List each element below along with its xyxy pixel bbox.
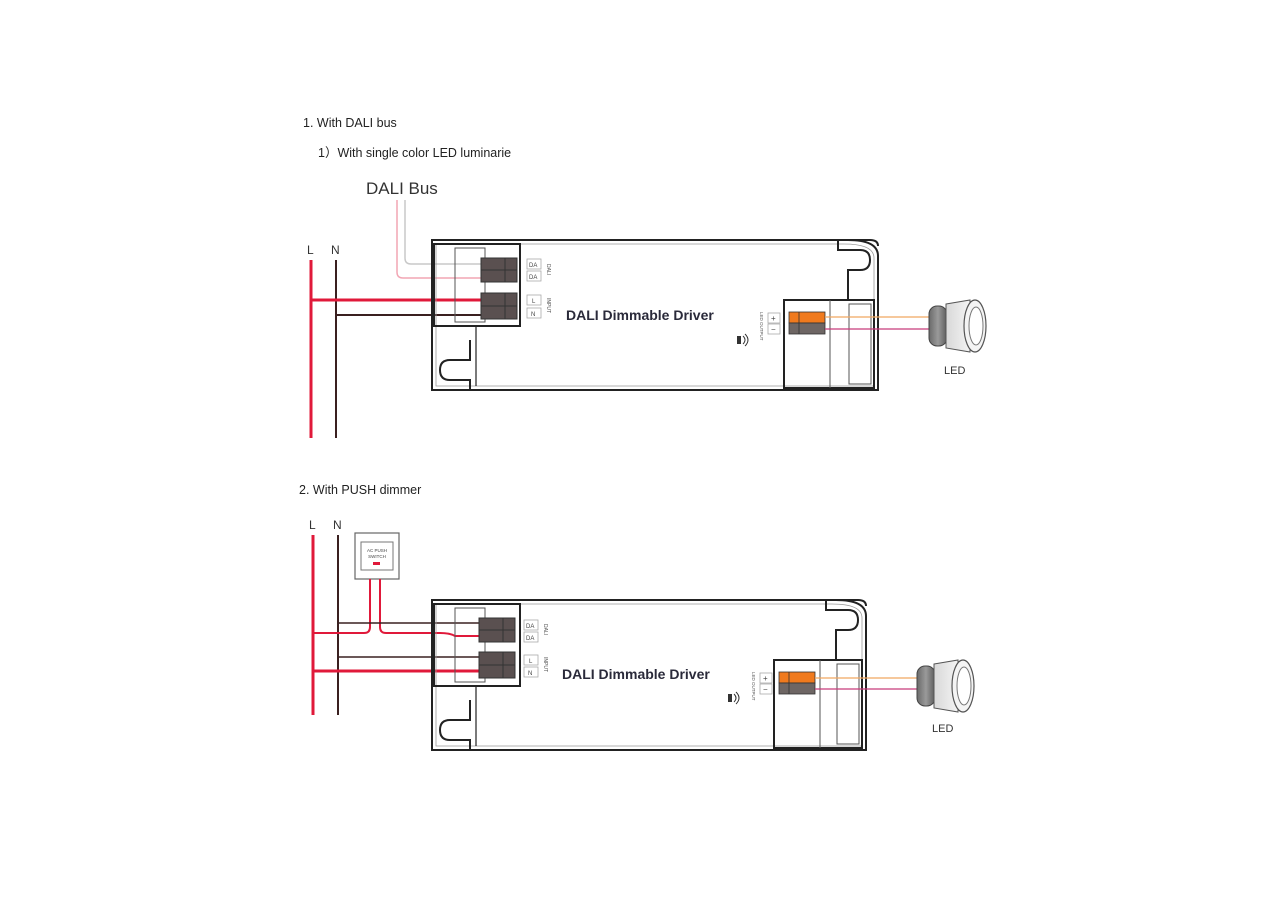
input-terminal-block (478, 651, 516, 679)
group-label-led-output: LED OUTPUT (751, 672, 756, 701)
diagram-push-dimmer: L N AC PUSH SWITCH (309, 518, 975, 751)
terminal-N: N (528, 671, 532, 677)
driver-label: DALI Dimmable Driver (566, 307, 714, 323)
led-luminaire-icon (916, 659, 975, 713)
output-terminal-block: + − LED OUTPUT (759, 311, 826, 341)
line-label-N: N (331, 243, 340, 257)
dali-bus-wire-2 (396, 200, 488, 279)
group-label-led-output: LED OUTPUT (759, 312, 764, 341)
ac-push-switch: AC PUSH SWITCH (354, 532, 400, 580)
input-terminal-labels: DA DA L N DALI INPUT (523, 619, 548, 678)
led-label: LED (932, 723, 953, 735)
driver-enclosure (431, 599, 867, 751)
line-label-N: N (333, 518, 342, 532)
output-terminal-block: + − LED OUTPUT (751, 671, 816, 701)
switch-label-1: AC PUSH (367, 548, 387, 553)
driver-label: DALI Dimmable Driver (562, 666, 710, 682)
switch-live-in-wire (313, 579, 371, 634)
terminal-N: N (531, 312, 535, 318)
terminal-plus: + (771, 314, 776, 323)
wireless-icon (728, 691, 740, 705)
terminal-da-2: DA (526, 636, 534, 642)
led-luminaire-icon (928, 299, 987, 353)
terminal-da-2: DA (529, 275, 537, 281)
section1-heading: 1. With DALI bus (303, 116, 397, 130)
diagram-dali-bus: L N (307, 200, 987, 438)
terminal-plus: + (763, 674, 768, 683)
group-label-dali: DALI (542, 624, 548, 635)
terminal-minus: − (763, 685, 768, 694)
dali-bus-label: DALI Bus (366, 179, 438, 198)
driver-enclosure (431, 239, 879, 391)
line-label-L: L (307, 243, 314, 257)
terminal-da-1: DA (526, 624, 534, 630)
section2-heading: 2. With PUSH dimmer (299, 483, 422, 497)
terminal-L: L (532, 299, 536, 305)
dali-bus-wire-1 (404, 200, 488, 265)
terminal-L: L (529, 659, 533, 665)
line-label-L: L (309, 518, 316, 532)
group-label-dali: DALI (545, 264, 551, 275)
terminal-minus: − (771, 325, 776, 334)
dali-terminal-block (478, 617, 516, 643)
switch-label-2: SWITCH (368, 554, 386, 559)
terminal-da-1: DA (529, 263, 537, 269)
switch-out-wire (379, 579, 488, 637)
wireless-icon (737, 333, 749, 347)
switch-indicator (373, 562, 380, 565)
section1-subheading: 1）With single color LED luminarie (318, 146, 512, 160)
group-label-input: INPUT (542, 657, 548, 672)
led-label: LED (944, 365, 965, 377)
input-terminal-labels: DA DA L N DALI INPUT (526, 258, 551, 319)
input-terminal-block (480, 292, 518, 320)
group-label-input: INPUT (545, 298, 551, 313)
dali-terminal-block (480, 257, 518, 283)
